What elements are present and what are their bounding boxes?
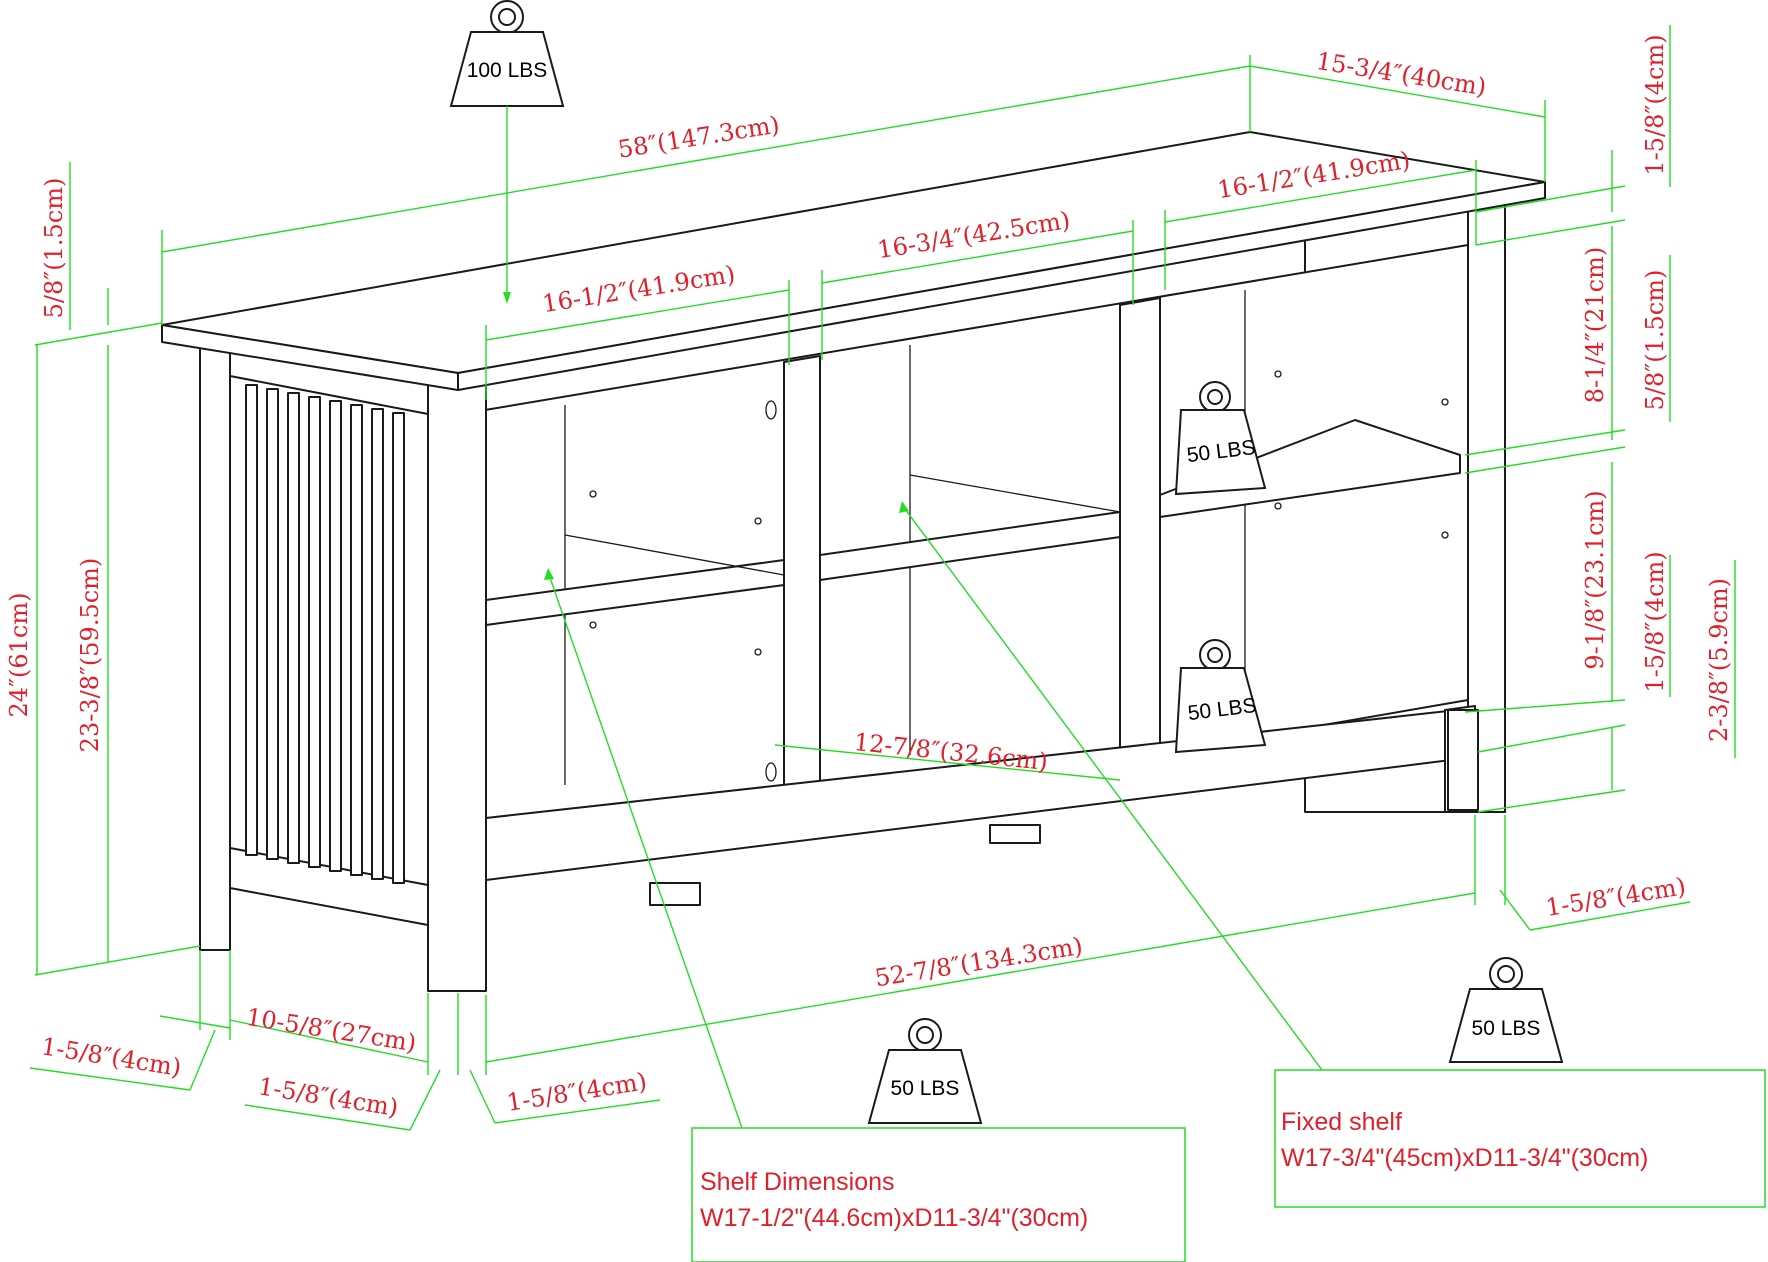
dim-base-width: 52-7/8″(134.3cm) — [873, 932, 1085, 992]
weight-label-top: 100 LBS — [467, 59, 548, 82]
center-foot-back — [989, 824, 1041, 844]
dim-upper-opening: 8-1/4″(21cm) — [1581, 247, 1609, 403]
dim-bottom-panel: 1-5/8″(4cm) — [1641, 551, 1669, 692]
fixed-shelf-note: Fixed shelf W17-3/4"(45cm)xD11-3/4"(30cm… — [1274, 1069, 1766, 1208]
front-right-leg-face — [1447, 709, 1479, 811]
dim-side-depth: 10-5/8″(27cm) — [244, 1003, 418, 1058]
left-back-leg — [199, 339, 231, 951]
dim-leg-front-right: 1-5/8″(4cm) — [505, 1067, 649, 1117]
dim-top-depth: 15-3/4″(40cm) — [1314, 47, 1488, 102]
dim-top-thickness-right: 1-5/8″(4cm) — [1641, 34, 1669, 175]
dim-body-height: 23-3/8″(59.5cm) — [76, 558, 104, 753]
dim-lower-opening: 9-1/8″(23.1cm) — [1581, 490, 1609, 669]
fixed-note-size: W17-3/4"(45cm)xD11-3/4"(30cm) — [1281, 1144, 1648, 1172]
weight-icon-upper-right: 50 LBS — [1174, 381, 1267, 496]
left-slats — [245, 384, 405, 884]
dim-overall-height: 24″(61cm) — [5, 593, 33, 718]
center-shelf-back-edge — [909, 474, 1121, 513]
shelf-note-title: Shelf Dimensions — [700, 1168, 895, 1196]
dim-leg-left-back: 1-5/8″(4cm) — [39, 1032, 183, 1082]
dim-top-width: 58″(147.3cm) — [616, 111, 782, 164]
fixed-right-shelf — [1159, 419, 1461, 518]
dim-leg-clearance: 2-3/8″(5.9cm) — [1705, 578, 1733, 742]
dim-top-thickness-left: 5/8″(1.5cm) — [40, 178, 68, 319]
shelf-dimensions-note: Shelf Dimensions W17-1/2"(44.6cm)xD11-3/… — [691, 1127, 1186, 1262]
weight-icon-top: 100 LBS — [449, 0, 565, 107]
weight-icon-fixed: 50 LBS — [1448, 957, 1564, 1063]
dimension-lines — [29, 25, 1736, 1131]
dim-leg-left-front: 1-5/8″(4cm) — [256, 1072, 400, 1122]
weight-label-fixed: 50 LBS — [1472, 1017, 1541, 1040]
fixed-note-title: Fixed shelf — [1281, 1108, 1402, 1136]
left-shelf-back-edge — [564, 534, 785, 576]
left-divider — [783, 355, 821, 833]
weight-icon-shelf: 50 LBS — [867, 1018, 983, 1124]
shelf-pin-holes — [589, 370, 1449, 782]
top-front-edge — [457, 181, 1546, 391]
weight-icon-lower-right: 50 LBS — [1174, 639, 1267, 754]
tv-stand-drawing — [161, 131, 1546, 992]
front-left-leg — [427, 382, 487, 992]
dim-shelf-thickness: 5/8″(1.5cm) — [1641, 270, 1669, 411]
shelf-note-size: W17-1/2"(44.6cm)xD11-3/4"(30cm) — [700, 1204, 1088, 1232]
weight-label-shelf: 50 LBS — [891, 1077, 960, 1100]
center-adjustable-shelf — [819, 511, 1121, 581]
right-divider — [1119, 297, 1161, 778]
